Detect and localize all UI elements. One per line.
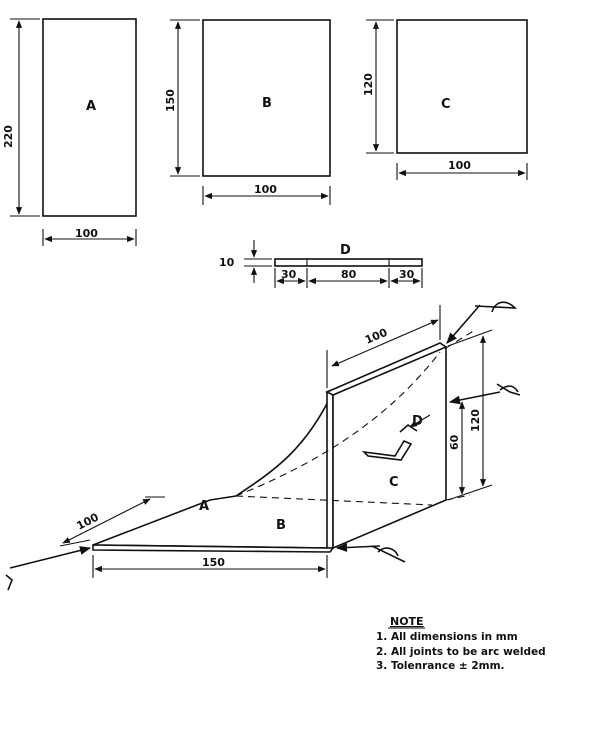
assembly-c-inner-text: 60 bbox=[448, 434, 461, 450]
assembly-top-dim-text: 100 bbox=[363, 326, 390, 347]
view-arrow-bottom-left bbox=[5, 546, 92, 591]
plate-d-outline bbox=[274, 258, 423, 267]
assembly-base-edge bbox=[92, 544, 335, 553]
plate-d-left-text: 30 bbox=[281, 268, 297, 281]
assembly-length-text: 150 bbox=[202, 556, 225, 569]
plate-b-view: B 150 100 bbox=[164, 19, 331, 205]
plate-d-thickness-text: 10 bbox=[219, 256, 235, 269]
assembly-bottom-dimension: 150 bbox=[92, 555, 328, 578]
plate-c-label: C bbox=[441, 97, 451, 112]
plate-b-height-text: 150 bbox=[164, 89, 177, 112]
plate-c-width-text: 100 bbox=[448, 159, 471, 172]
plate-b-width-text: 100 bbox=[254, 183, 277, 196]
plate-d-thickness-dimension: 10 bbox=[219, 240, 272, 283]
view-arrow-top-right bbox=[446, 301, 518, 344]
note-item-3: 3. Tolenrance ± 2mm. bbox=[376, 660, 505, 672]
plate-a-outline bbox=[42, 18, 137, 217]
plate-a-label: A bbox=[86, 99, 96, 114]
assembly-plate-b-edge bbox=[326, 391, 334, 549]
plate-a-height-text: 220 bbox=[2, 125, 15, 148]
plate-d-right-text: 30 bbox=[399, 268, 415, 281]
assembly-right-dimensions: 120 60 bbox=[447, 329, 493, 501]
assembly-depth-text: 100 bbox=[74, 511, 101, 533]
plate-b-outline bbox=[202, 19, 331, 177]
plate-a-view: A 220 100 bbox=[2, 18, 137, 246]
assembly-plate-c bbox=[326, 344, 447, 550]
assembly-label-a: A bbox=[199, 499, 209, 514]
note-title: NOTE bbox=[390, 615, 424, 628]
plate-c-height-dimension: 120 bbox=[362, 19, 394, 154]
assembly-plate-d bbox=[361, 439, 413, 461]
plate-d-middle-text: 80 bbox=[341, 268, 357, 281]
plate-c-height-text: 120 bbox=[362, 73, 375, 96]
plate-a-width-dimension: 100 bbox=[42, 227, 137, 246]
plate-d-label: D bbox=[340, 243, 351, 258]
assembly-plate-a bbox=[92, 391, 334, 549]
plate-c-outline bbox=[396, 19, 528, 154]
plate-d-segment-dimensions: 30 80 30 bbox=[274, 268, 423, 288]
note-item-2: 2. All joints to be arc welded bbox=[376, 646, 546, 658]
plate-b-width-dimension: 100 bbox=[202, 183, 331, 205]
assembly-label-d: D bbox=[412, 414, 423, 429]
plate-b-label: B bbox=[262, 96, 272, 111]
plate-c-width-dimension: 100 bbox=[396, 159, 528, 180]
assembly-c-height-text: 120 bbox=[469, 409, 482, 432]
note-item-1: 1. All dimensions in mm bbox=[376, 631, 518, 643]
plate-b-height-dimension: 150 bbox=[164, 19, 200, 177]
view-arrow-bottom-right bbox=[335, 543, 406, 563]
plate-a-width-text: 100 bbox=[75, 227, 98, 240]
plate-a-height-dimension: 220 bbox=[2, 18, 40, 217]
notes-block: NOTE 1. All dimensions in mm 2. All join… bbox=[376, 615, 546, 672]
view-arrow-right bbox=[448, 383, 521, 405]
assembly-label-c: C bbox=[389, 475, 399, 490]
plate-c-view: C 120 100 bbox=[362, 19, 528, 180]
assembly-view: A B C D 100 120 60 100 bbox=[5, 301, 521, 591]
plate-d-view: D 10 30 80 30 bbox=[219, 240, 423, 288]
assembly-label-b: B bbox=[276, 518, 286, 533]
assembly-hidden-curve bbox=[235, 351, 441, 497]
